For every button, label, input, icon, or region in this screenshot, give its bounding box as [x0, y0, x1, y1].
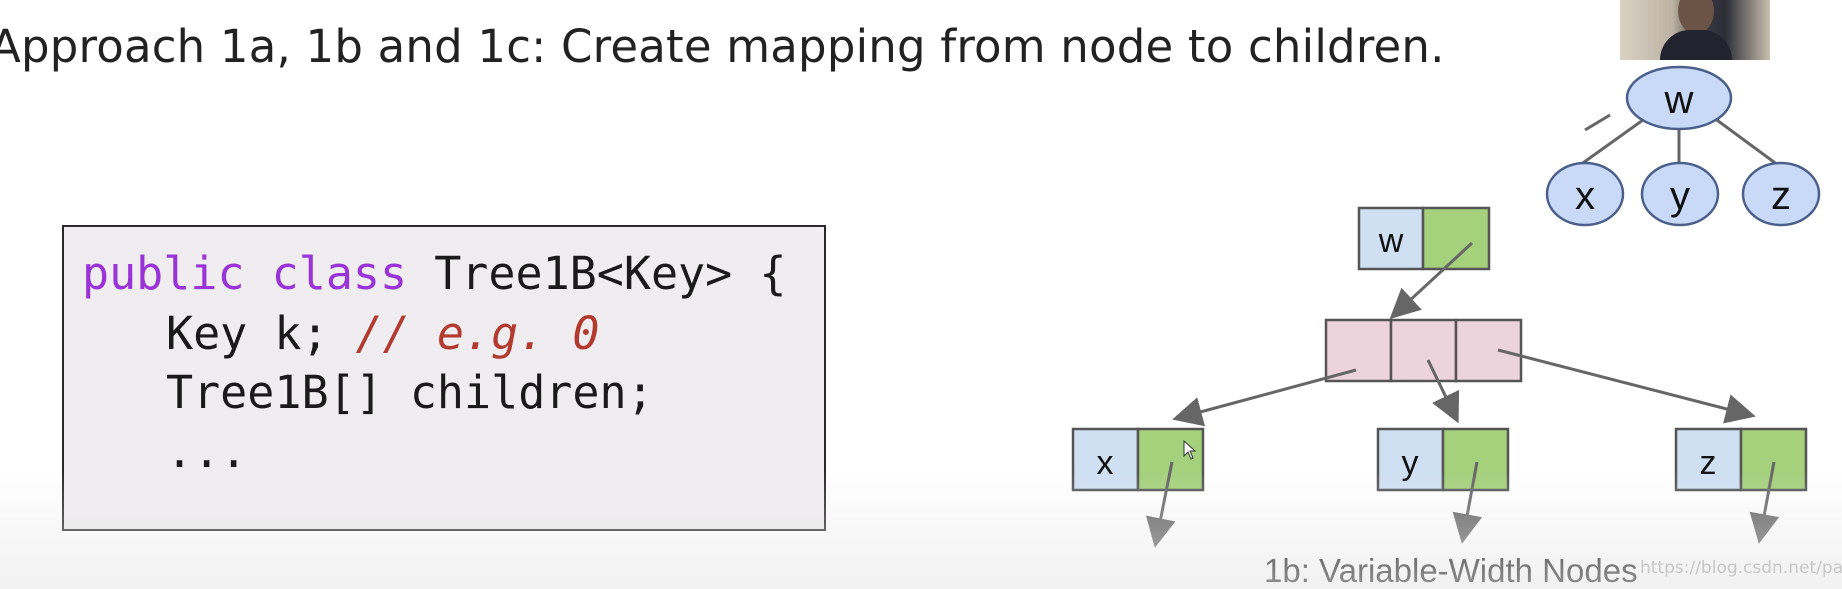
logical-tree: w x y z	[1545, 65, 1821, 227]
tree-node-x-label: x	[1575, 174, 1595, 218]
class-declaration: Tree1B<Key> {	[434, 247, 787, 300]
arrow-slot0-to-x	[1172, 368, 1357, 427]
tree-node-w	[1625, 65, 1733, 131]
field-key: Key k;	[166, 307, 356, 360]
tree-edge-w-x-line	[1579, 113, 1651, 167]
tree-node-y	[1640, 161, 1720, 227]
keyword-class: class	[271, 247, 408, 300]
slide-title: Approach 1a, 1b and 1c: Create mapping f…	[0, 20, 1445, 73]
child-x-pointer-cell	[1136, 427, 1205, 492]
code-comment: // e.g. 0	[355, 307, 600, 360]
children-array-slot-0	[1324, 318, 1393, 383]
tree-node-y-label: y	[1670, 174, 1690, 218]
root-children-pointer-cell	[1421, 206, 1491, 271]
tree-edge-w-z	[1709, 113, 1779, 167]
children-array-slot-2	[1454, 318, 1523, 383]
child-x-label: x	[1097, 444, 1114, 482]
root-key-label: w	[1378, 222, 1404, 260]
arrow-slot1-to-y	[1426, 359, 1460, 424]
webcam-overlay	[1620, 0, 1770, 60]
tree-node-z	[1741, 161, 1821, 227]
child-z-pointer-cell	[1739, 427, 1808, 492]
child-z-label: z	[1700, 444, 1717, 482]
arrow-root-to-array	[1389, 241, 1474, 320]
code-line-4: ...	[166, 425, 248, 478]
diagram-caption: 1b: Variable-Width Nodes	[1264, 552, 1638, 589]
tree-edge-w-x	[1584, 113, 1611, 132]
children-array-slot-1	[1389, 318, 1458, 383]
presenter-shirt	[1660, 30, 1732, 60]
keyword-public: public	[82, 247, 245, 300]
tree-node-z-label: z	[1771, 174, 1791, 218]
arrow-slot2-to-z	[1497, 348, 1756, 424]
tree-node-w-label: w	[1664, 78, 1694, 122]
tree-node-x	[1545, 161, 1625, 227]
code-block: public class Tree1B<Key> { Key k; // e.g…	[62, 225, 826, 531]
variable-width-diagram: w x y z 1b: Variable-Width Nodes	[1071, 206, 1808, 589]
code-line-3: Tree1B[] children;	[166, 366, 654, 419]
child-y-pointer-cell	[1441, 427, 1510, 492]
mouse-cursor-icon	[1183, 439, 1197, 460]
watermark: https://blog.csdn.net/paleatta	[1640, 558, 1842, 578]
child-y-label: y	[1402, 444, 1419, 482]
code-line-2: Key k; // e.g. 0	[166, 307, 600, 360]
code-line-1: public class Tree1B<Key> {	[82, 247, 786, 300]
